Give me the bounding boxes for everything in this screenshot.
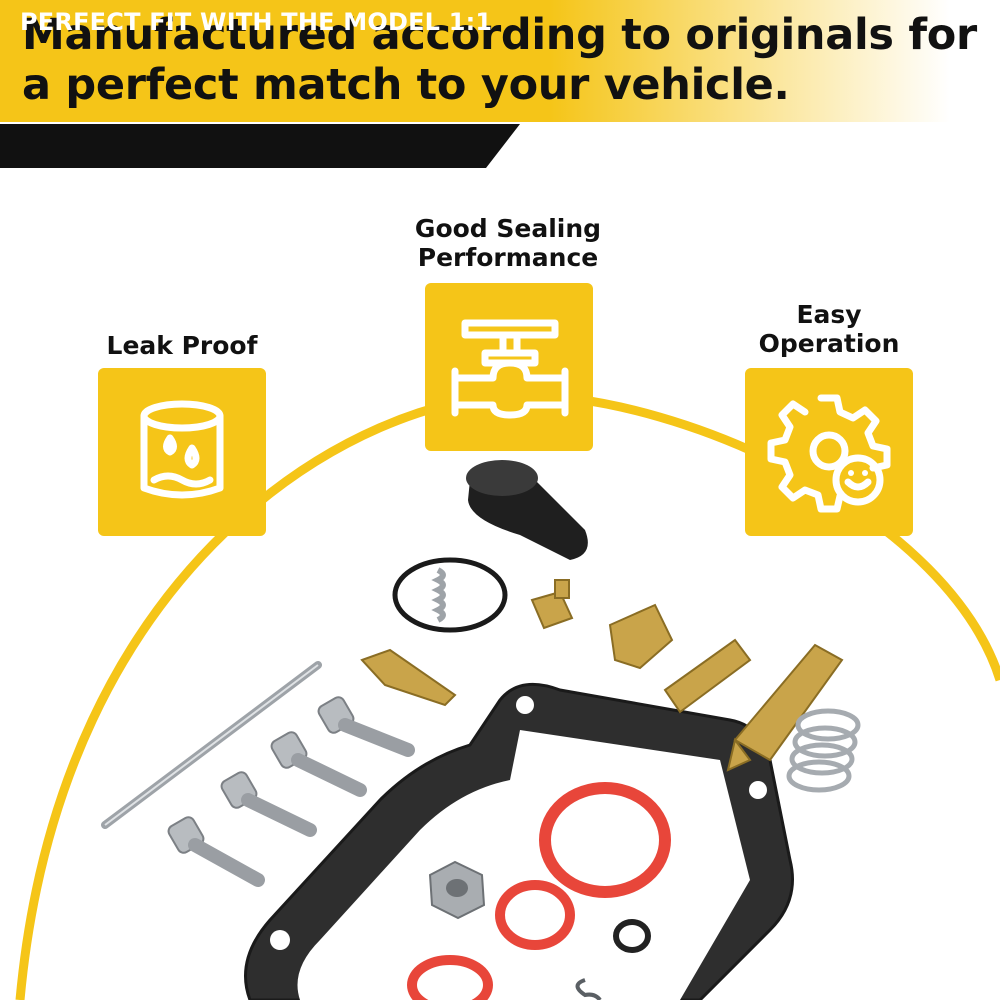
feature-card-good-sealing bbox=[425, 283, 593, 451]
o-ring-spring-image bbox=[392, 557, 508, 633]
gear-smile-icon bbox=[767, 394, 891, 513]
subtitle-text: PERFECT FIT WITH THE MODEL 1:1 bbox=[20, 8, 493, 36]
e-clip-image bbox=[575, 978, 602, 1000]
jet-needle-image bbox=[101, 661, 322, 829]
hex-nut-image bbox=[428, 860, 486, 920]
rubber-cap-image bbox=[466, 460, 588, 560]
spring-image bbox=[786, 708, 861, 793]
headline-line-1: Manufactured according to originals for bbox=[22, 10, 977, 60]
headline: Manufactured according to originals for … bbox=[22, 10, 977, 110]
feature-label-leak-proof: Leak Proof bbox=[106, 331, 258, 360]
feature-label-easy-operation: Easy Operation bbox=[758, 300, 900, 358]
brass-jets-image bbox=[360, 579, 844, 772]
headline-band bbox=[0, 0, 1000, 122]
leak-proof-drops-icon bbox=[140, 400, 224, 499]
feature-card-easy-operation bbox=[745, 368, 913, 536]
pipe-valve-icon bbox=[451, 319, 569, 419]
headline-line-2: a perfect match to your vehicle. bbox=[22, 60, 790, 110]
red-washers-image bbox=[407, 782, 671, 1000]
feature-label-good-sealing: Good Sealing Performance bbox=[414, 214, 602, 272]
gasket-image bbox=[244, 682, 794, 1000]
screws-image bbox=[167, 696, 415, 887]
subtitle-banner bbox=[0, 124, 520, 168]
feature-card-leak-proof bbox=[98, 368, 266, 536]
